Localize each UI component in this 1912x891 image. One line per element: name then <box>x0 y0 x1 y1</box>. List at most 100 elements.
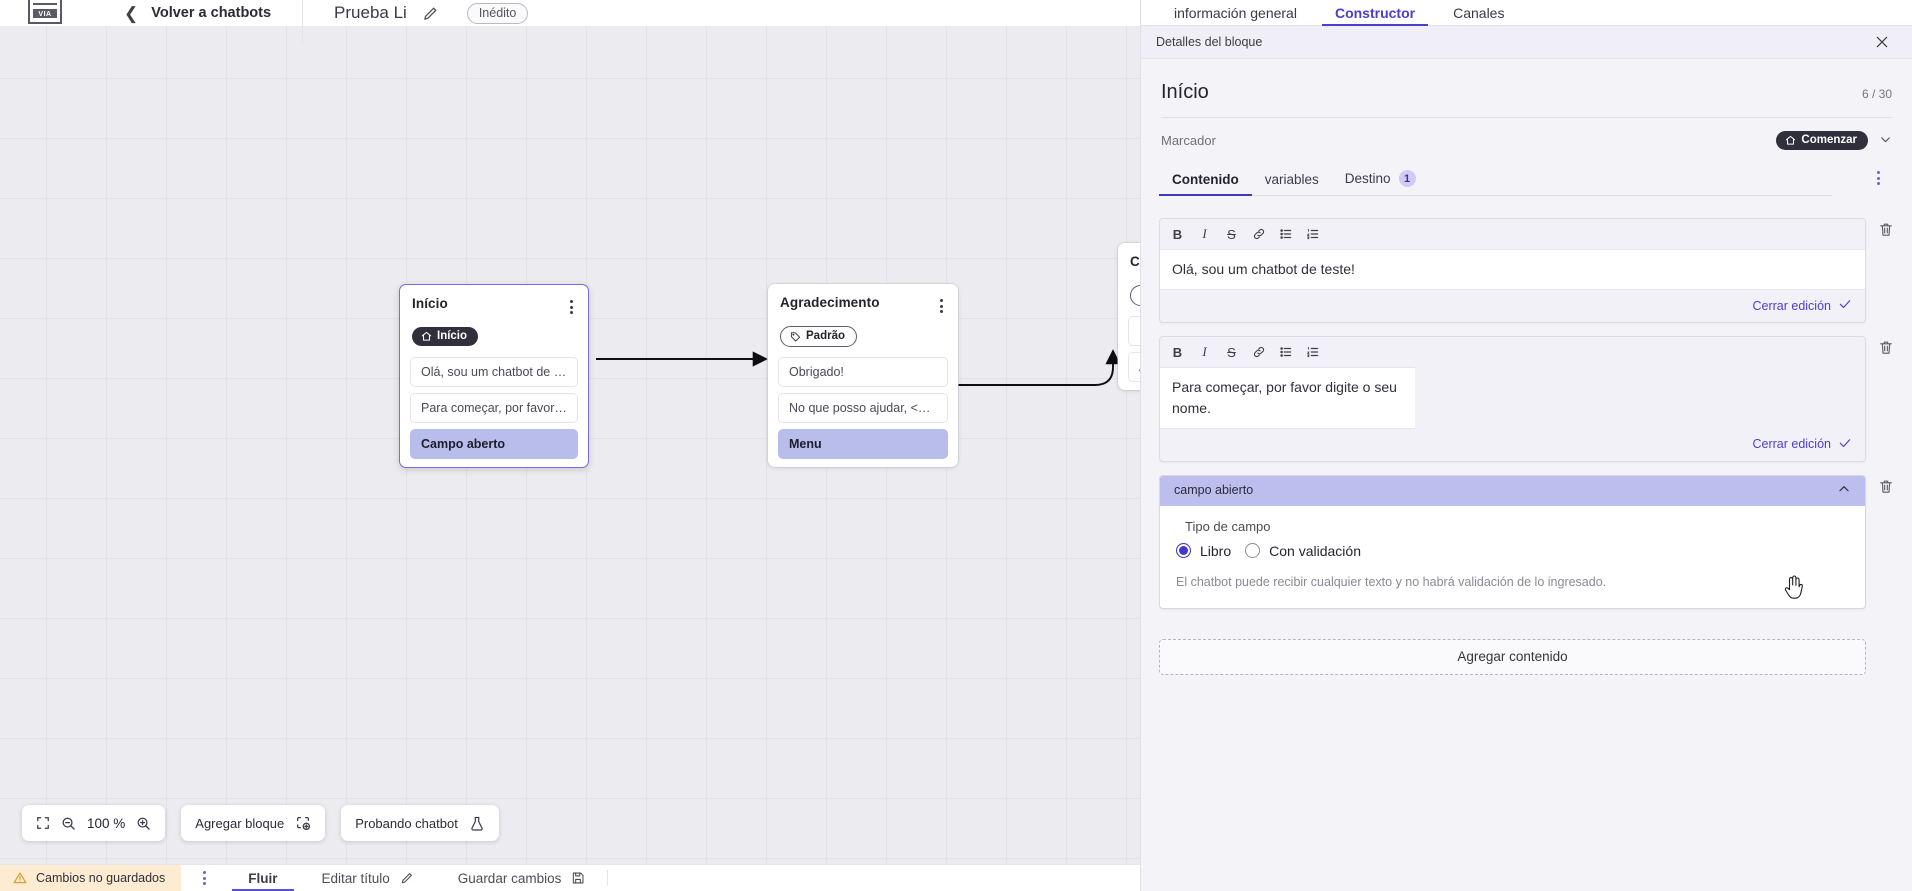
kebab-menu-icon[interactable] <box>1863 171 1894 196</box>
add-block-button[interactable]: Agregar bloque <box>181 805 326 841</box>
chevron-left-icon[interactable]: ❮ <box>124 3 139 23</box>
zoom-controls: 100 % <box>22 805 166 841</box>
marker-row: Marcador Comenzar <box>1159 118 1894 150</box>
logo-text: VIA <box>38 11 52 18</box>
close-edit-label: Cerrar edición <box>1752 437 1831 452</box>
content-block-text-1: B I S <box>1159 218 1894 324</box>
trash-icon[interactable] <box>1878 336 1894 356</box>
editor-text-value[interactable]: Para começar, por favor digite o seu nom… <box>1160 367 1415 429</box>
tab-destino-label: Destino <box>1344 171 1391 186</box>
marker-label: Marcador <box>1161 133 1216 148</box>
chevron-up-icon[interactable] <box>1837 482 1851 499</box>
open-field-header-label: campo abierto <box>1174 483 1254 498</box>
italic-icon[interactable]: I <box>1202 344 1207 360</box>
chevron-down-icon[interactable] <box>1879 133 1892 149</box>
tab-constructor[interactable]: Constructor <box>1316 5 1434 26</box>
rich-text-editor[interactable]: B I S <box>1159 218 1866 324</box>
link-icon[interactable] <box>1245 341 1272 363</box>
add-content-button[interactable]: Agregar contenido <box>1159 638 1866 675</box>
warning-triangle-icon <box>13 871 27 885</box>
tab-destino-badge: 1 <box>1398 170 1416 187</box>
content-tab-bar: Contenido variables Destino 1 <box>1159 170 1894 196</box>
node-row[interactable]: Olá, sou um chatbot de teste! <box>410 356 578 387</box>
check-icon <box>1838 297 1852 314</box>
trash-icon[interactable] <box>1878 218 1894 238</box>
back-to-chatbots-link[interactable]: Volver a chatbots <box>151 5 272 21</box>
tab-destino[interactable]: Destino 1 <box>1332 170 1429 196</box>
tab-variables[interactable]: variables <box>1252 172 1332 196</box>
flow-node-inicio[interactable]: Início Início Olá, sou um chatbot de tes… <box>399 284 589 468</box>
floppy-disk-icon <box>571 871 585 885</box>
home-icon <box>1786 135 1796 145</box>
radio-option-libro[interactable]: Libro <box>1176 543 1231 559</box>
italic-icon[interactable]: I <box>1202 226 1207 241</box>
numbered-list-icon[interactable] <box>1299 223 1326 245</box>
field-type-options: Libro Con validación <box>1176 543 1849 559</box>
radio-label: Libro <box>1200 542 1232 559</box>
block-count: 6 / 30 <box>1861 87 1892 101</box>
add-block-icon <box>295 815 311 831</box>
chatbot-title: Prueba Li <box>334 3 407 22</box>
editor-text-value[interactable]: Olá, sou um chatbot de teste! <box>1160 249 1865 291</box>
tab-contenido[interactable]: Contenido <box>1159 172 1252 196</box>
strikethrough-icon[interactable]: S <box>1227 344 1236 360</box>
node-title: Início <box>412 296 448 311</box>
fit-screen-icon[interactable] <box>36 816 50 830</box>
tag-icon <box>790 331 801 342</box>
pencil-icon[interactable] <box>422 5 439 22</box>
kebab-menu-icon[interactable] <box>203 871 207 885</box>
close-icon[interactable] <box>1874 34 1890 50</box>
tab-canales[interactable]: Canales <box>1453 5 1505 21</box>
node-tag-label: Início <box>437 330 468 342</box>
zoom-in-icon[interactable] <box>136 816 151 831</box>
kebab-menu-icon[interactable] <box>938 295 945 317</box>
node-row[interactable]: Menu <box>778 429 948 459</box>
numbered-list-icon[interactable] <box>1299 341 1326 363</box>
block-title-row: Início 6 / 30 <box>1159 59 1894 104</box>
check-icon <box>1838 436 1852 453</box>
test-chatbot-button[interactable]: Probando chatbot <box>341 805 499 841</box>
open-field-card: campo abierto Tipo de campo Libro <box>1159 474 1866 609</box>
close-edit-button[interactable]: Cerrar edición <box>1160 429 1865 461</box>
rich-text-editor[interactable]: B I S <box>1159 336 1866 462</box>
zoom-out-icon[interactable] <box>61 816 76 831</box>
canvas-toolbar: 100 % Agregar bloque Probando chatbot <box>22 805 499 841</box>
tab-flow[interactable]: Fluir <box>226 865 299 891</box>
status-badge: Inédito <box>466 2 529 24</box>
bullet-list-icon[interactable] <box>1272 223 1299 245</box>
kebab-menu-icon[interactable] <box>568 296 575 318</box>
marker-badge[interactable]: Comenzar <box>1776 131 1868 150</box>
radio-option-con-validacion[interactable]: Con validación <box>1245 543 1361 559</box>
save-changes-button[interactable]: Guardar cambios <box>436 865 608 891</box>
flask-icon <box>469 815 485 832</box>
trash-icon[interactable] <box>1878 475 1894 495</box>
app-logo[interactable]: VIA <box>28 0 62 24</box>
radio-dot-selected <box>1176 543 1191 559</box>
node-tag: Início <box>412 327 479 346</box>
strikethrough-icon[interactable]: S <box>1227 226 1236 242</box>
tab-informacion-general[interactable]: información general <box>1174 5 1297 21</box>
flow-node-agradecimento[interactable]: Agradecimento Padrão Obrigado! No que po… <box>768 284 958 467</box>
zoom-level-label: 100 % <box>87 815 126 831</box>
field-type-note: El chatbot puede recibir cualquier texto… <box>1176 574 1607 589</box>
node-row[interactable]: Para começar, por favor digite o ... <box>410 392 578 423</box>
link-icon[interactable] <box>1245 223 1272 245</box>
close-edit-button[interactable]: Cerrar edición <box>1160 290 1865 322</box>
unsaved-changes-indicator: Cambios no guardados <box>0 865 182 891</box>
edit-title-button[interactable]: Editar título <box>300 865 436 891</box>
open-field-header[interactable]: campo abierto <box>1160 475 1865 506</box>
node-row[interactable]: No que posso ajudar, <? $name ... <box>778 393 948 423</box>
marker-value-group: Comenzar <box>1776 131 1892 150</box>
editor-toolbar: B I S <box>1160 219 1865 249</box>
node-header: Início <box>400 294 588 318</box>
page-title: Início <box>1161 81 1209 103</box>
node-tag-row: Início <box>400 318 588 347</box>
node-row[interactable]: Obrigado! <box>778 357 948 387</box>
panel-tab-bar: información general Constructor Canales <box>1141 0 1912 26</box>
node-row[interactable]: Campo aberto <box>410 428 578 459</box>
bold-icon[interactable]: B <box>1172 226 1183 242</box>
bold-icon[interactable]: B <box>1172 344 1183 360</box>
add-content-label: Agregar contenido <box>1457 649 1568 665</box>
bullet-list-icon[interactable] <box>1272 341 1299 363</box>
